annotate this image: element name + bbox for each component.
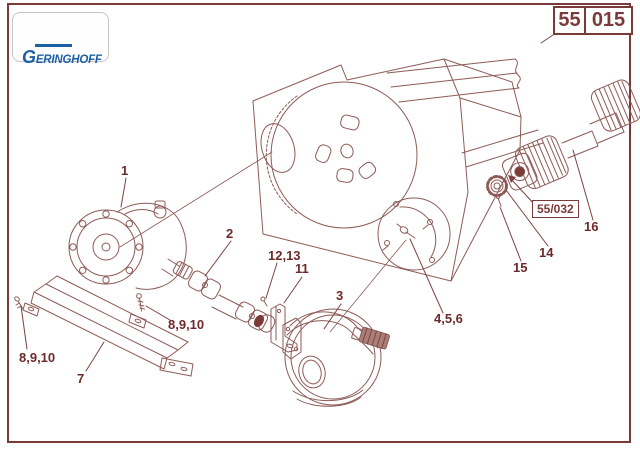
page-border-frame	[7, 3, 631, 443]
part-label-3: 3	[336, 288, 344, 303]
main-housing-drawing	[119, 58, 544, 333]
page-code-boxes: 55 015	[553, 6, 633, 35]
logo-top-bar-decoration	[35, 44, 72, 47]
part-label-15: 15	[513, 260, 528, 275]
bracket-drawing	[260, 296, 298, 353]
star-washer-drawing	[486, 175, 508, 207]
ref-label-55-032: 55/032	[532, 200, 579, 219]
part-label-8-9-10-right: 8,9,10	[168, 317, 205, 332]
page-code-number: 015	[585, 6, 633, 35]
part-label-1: 1	[121, 163, 129, 178]
part-label-4-5-6: 4,5,6	[434, 311, 463, 326]
part-label-16: 16	[584, 219, 599, 234]
logo-text: GERINGHOFF	[22, 47, 102, 67]
part-label-8-9-10-left: 8,9,10	[19, 350, 56, 365]
guard-shield-drawing	[14, 275, 194, 377]
cover-drawing	[282, 308, 390, 407]
pto-shaft-drawing	[501, 79, 640, 191]
part-label-12-13: 12,13	[268, 248, 301, 263]
part-label-2: 2	[226, 226, 234, 241]
page-code-group: 55	[553, 6, 585, 35]
part-label-11: 11	[295, 261, 309, 276]
gearbox-drawing	[68, 200, 193, 290]
part-label-7: 7	[77, 371, 85, 386]
driveshaft-drawing	[187, 270, 276, 333]
part-label-14: 14	[539, 245, 554, 260]
leader-arrowhead	[508, 175, 516, 183]
geringhoff-logo: GERINGHOFF	[12, 12, 109, 67]
leader-lines	[20, 34, 594, 372]
